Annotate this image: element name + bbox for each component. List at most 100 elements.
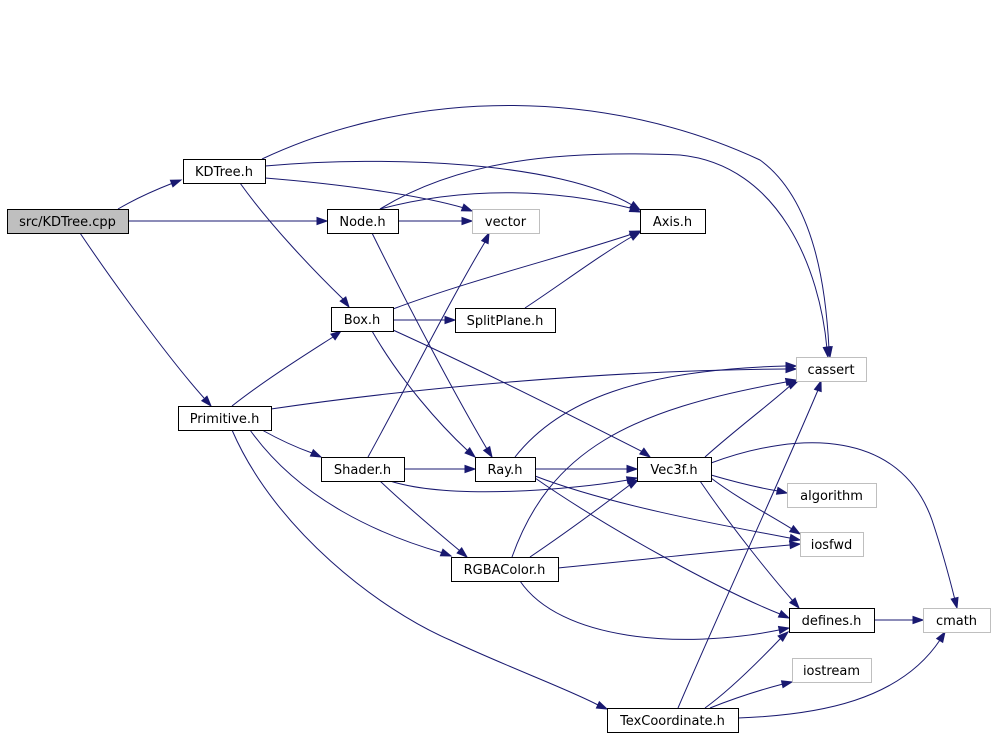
arrowhead-icon (775, 486, 789, 495)
edge-line (557, 544, 791, 569)
edge-primitive_h-to-rgbacolor_h (249, 429, 453, 557)
edge-kdtree_h-to-box_h (239, 182, 350, 309)
edge-line (710, 442, 956, 601)
arrowhead-icon (777, 625, 791, 635)
node-box (789, 608, 875, 633)
arrowhead-icon (777, 631, 790, 643)
edge-line (379, 480, 461, 552)
node-label: iosfwd (811, 538, 853, 553)
edge-kdtree_cpp-to-node_h (128, 216, 329, 226)
node-label: cmath (936, 614, 977, 629)
node-label: defines.h (802, 614, 862, 629)
node-vector: vector (472, 209, 540, 234)
edge-ray_h-to-vec3f_h (535, 464, 639, 474)
node-box (451, 557, 559, 582)
node-label: SplitPlane.h (467, 314, 544, 329)
arrowhead-icon (316, 216, 329, 226)
node-ray-h[interactable]: Ray.h (475, 457, 536, 482)
node-vec3f-h[interactable]: Vec3f.h (637, 457, 712, 482)
node-node-h[interactable]: Node.h (327, 209, 399, 234)
node-box (787, 483, 877, 508)
arrowhead-icon (309, 448, 323, 458)
node-label: Primitive.h (190, 412, 260, 427)
node-box (321, 457, 405, 482)
edge-line (524, 235, 634, 309)
edge-rgbacolor_h-to-defines_h (519, 580, 791, 640)
node-label: TexCoordinate.h (619, 714, 725, 729)
edge-ray_h-to-cassert (514, 361, 798, 458)
node-box (923, 608, 991, 633)
node-axis-h[interactable]: Axis.h (640, 209, 706, 234)
edge-line (371, 330, 469, 452)
arrowhead-icon (912, 615, 925, 625)
edge-primitive_h-to-box_h (231, 330, 343, 407)
node-kdtree-cpp[interactable]: src/KDTree.cpp (7, 209, 129, 234)
arrowhead-icon (461, 216, 474, 226)
arrowhead-icon (439, 548, 453, 557)
arrowhead-icon (780, 680, 794, 689)
edge-kdtree_cpp-to-primitive_h (79, 232, 213, 408)
edge-line (529, 483, 632, 558)
node-label: src/KDTree.cpp (19, 215, 116, 230)
arrowhead-icon (777, 609, 791, 619)
node-label: vector (485, 215, 527, 230)
edge-texcoordinate_h-to-defines_h (704, 631, 790, 709)
node-box (800, 532, 864, 557)
arrowhead-icon (628, 231, 642, 241)
edge-line (710, 477, 793, 530)
node-box (472, 209, 540, 234)
arrowhead-icon (784, 377, 798, 387)
edge-line (379, 153, 828, 350)
node-shader-h[interactable]: Shader.h (321, 457, 405, 482)
node-label: Shader.h (334, 463, 391, 478)
edge-line (261, 429, 313, 454)
arrowhead-icon (464, 446, 477, 458)
arrowhead-icon (339, 296, 350, 309)
node-cmath: cmath (923, 608, 991, 633)
edge-vec3f_h-to-cmath (710, 442, 959, 610)
node-box (327, 209, 399, 234)
arrowhead-icon (330, 330, 343, 341)
edge-box_h-to-splitplane_h (393, 315, 457, 325)
edge-primitive_h-to-texcoordinate_h (231, 429, 609, 710)
node-box (331, 307, 394, 332)
node-box (178, 406, 272, 431)
node-label: Vec3f.h (650, 463, 697, 478)
node-box-h[interactable]: Box.h (331, 307, 394, 332)
node-box (475, 457, 536, 482)
arrowhead-icon (788, 533, 802, 543)
edge-box_h-to-axis_h (392, 230, 642, 310)
node-texcoordinate-h[interactable]: TexCoordinate.h (607, 708, 739, 733)
edge-box_h-to-ray_h (371, 330, 477, 458)
node-primitive-h[interactable]: Primitive.h (178, 406, 272, 431)
edge-line (677, 389, 819, 709)
arrowhead-icon (788, 524, 802, 535)
edge-rgbacolor_h-to-iosfwd (557, 540, 802, 569)
edge-line (392, 329, 644, 453)
edge-line (117, 182, 174, 210)
node-box (183, 159, 266, 184)
node-box (455, 308, 556, 333)
edge-texcoordinate_h-to-iostream (709, 680, 794, 709)
edge-node_h-to-axis_h (379, 192, 642, 213)
edge-line (379, 192, 631, 210)
arrowhead-icon (628, 204, 642, 213)
node-kdtree-h[interactable]: KDTree.h (183, 159, 266, 184)
node-label: Node.h (339, 215, 385, 230)
arrowhead-icon (822, 346, 831, 359)
edge-ray_h-to-iosfwd (534, 475, 802, 543)
edge-box_h-to-vec3f_h (392, 329, 652, 458)
node-defines-h[interactable]: defines.h (789, 608, 875, 633)
edges-layer (79, 105, 959, 719)
edge-node_h-to-vector (398, 216, 474, 226)
arrowhead-icon (785, 361, 798, 371)
node-iostream: iostream (792, 658, 872, 683)
arrowhead-icon (460, 203, 474, 212)
node-splitplane-h[interactable]: SplitPlane.h (455, 308, 556, 333)
node-rgbacolor-h[interactable]: RGBAColor.h (451, 557, 559, 582)
edge-line (249, 429, 444, 554)
node-label: Box.h (344, 313, 381, 328)
arrowhead-icon (788, 597, 800, 610)
node-box (796, 357, 867, 382)
